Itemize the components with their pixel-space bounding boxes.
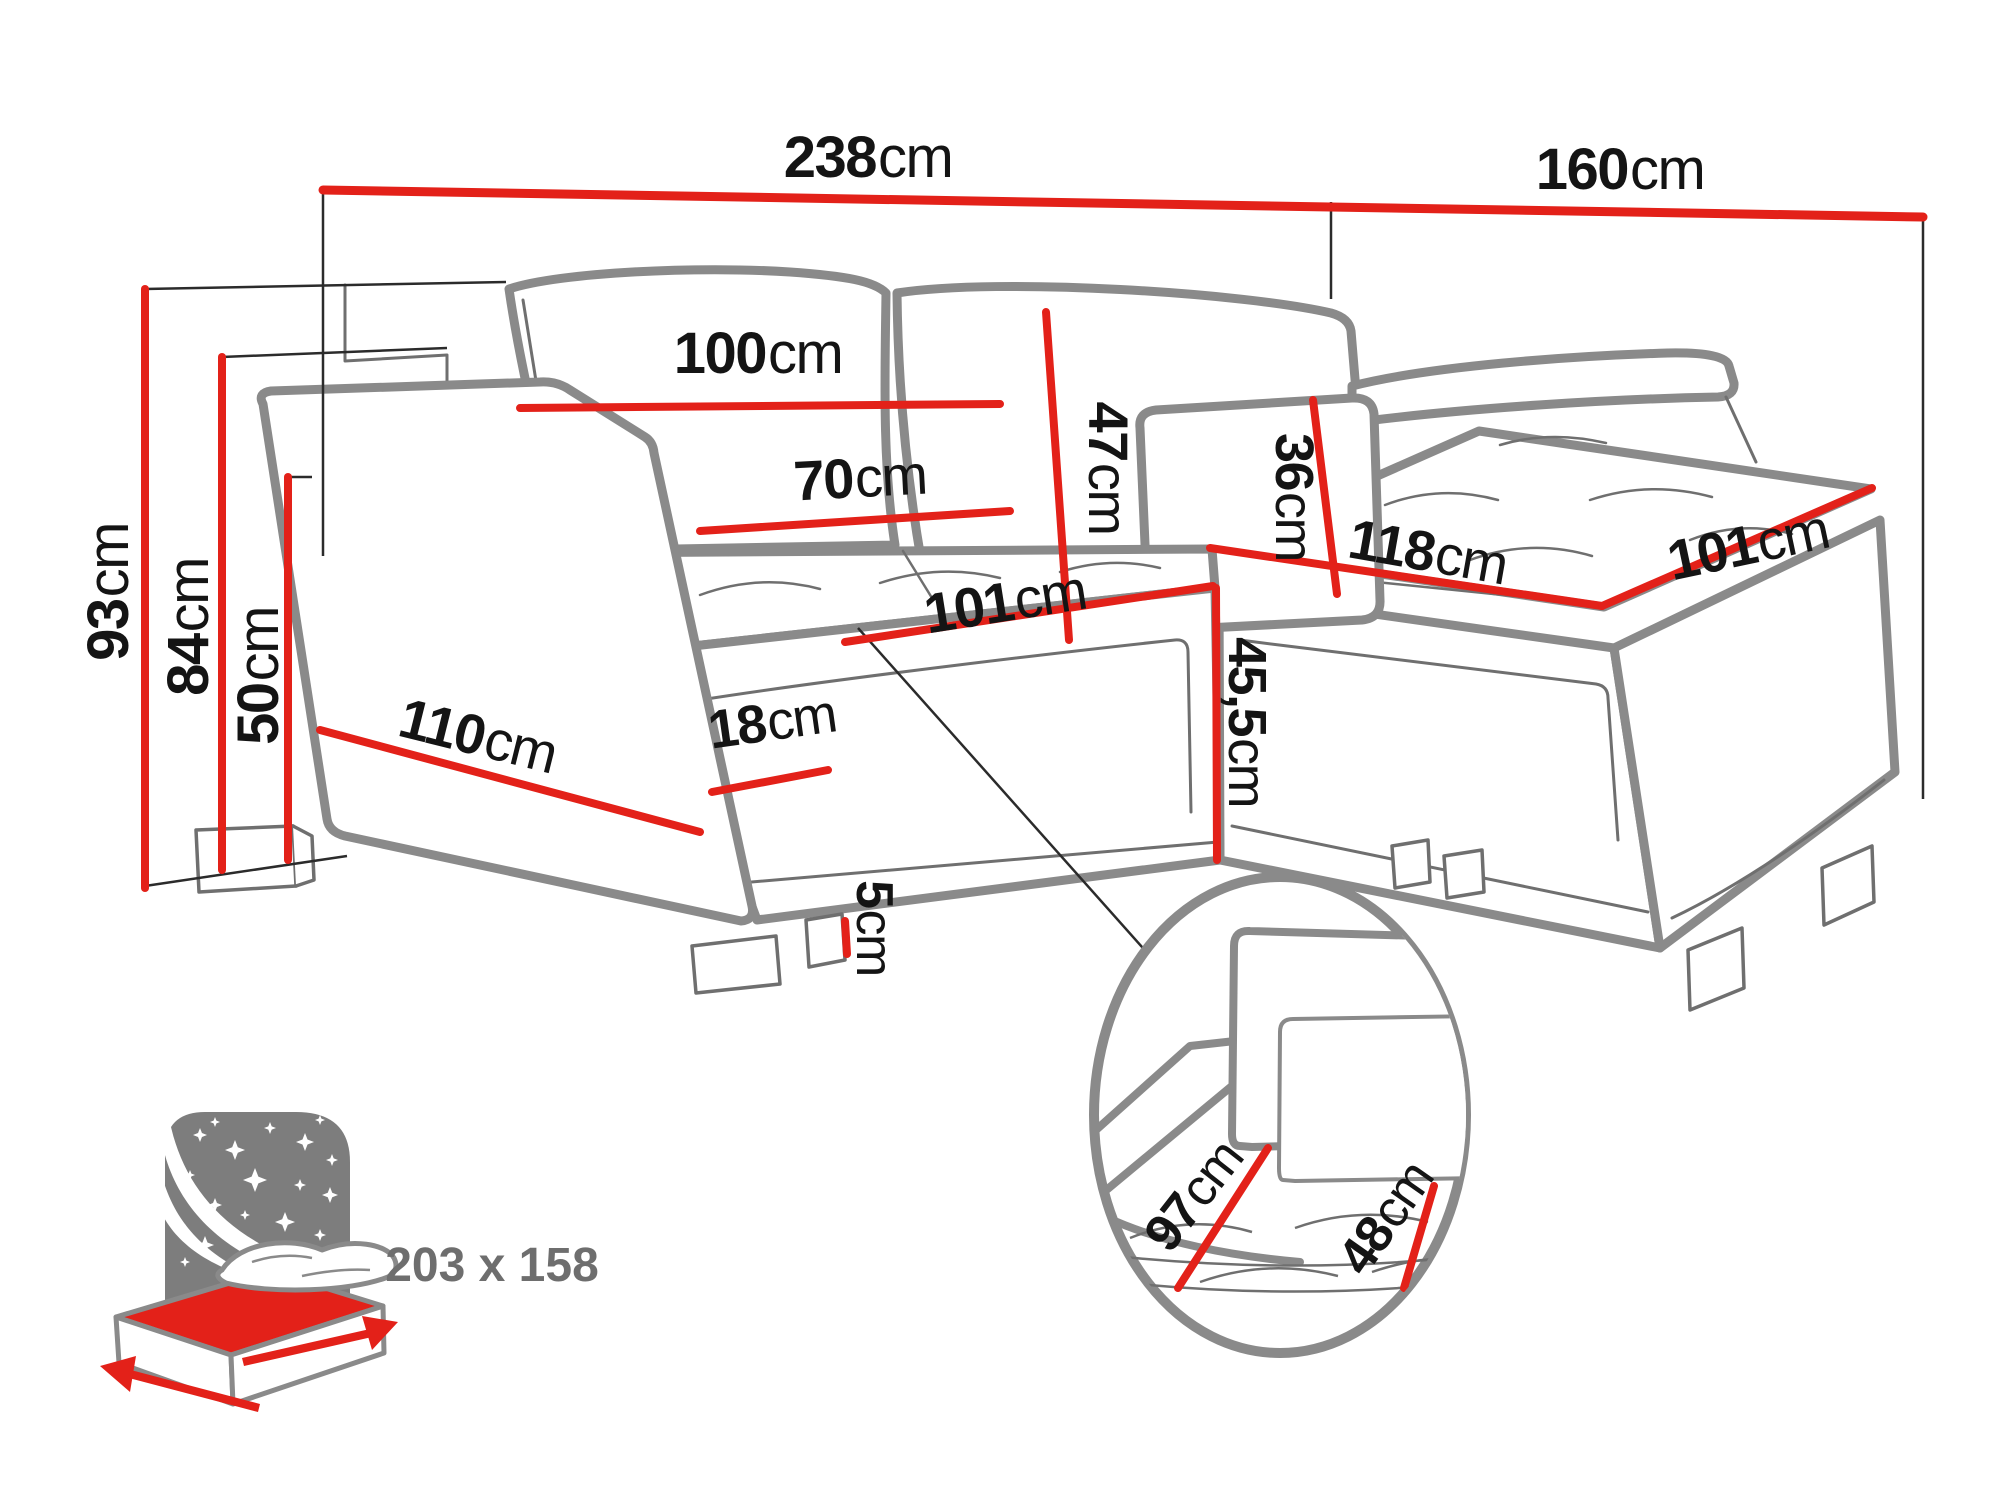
- arrow-width-head: [362, 1316, 398, 1350]
- line-47: [1042, 308, 1073, 644]
- star-icon: [275, 1212, 295, 1232]
- star-icon: [180, 1257, 190, 1267]
- line-45-5: [1212, 584, 1221, 864]
- blanket-folds: [251, 1254, 371, 1278]
- bed-size-arrows: [100, 1316, 398, 1412]
- line-97: [1174, 1144, 1272, 1292]
- inset-pointer-line: [857, 627, 1151, 957]
- chaise-armrest-support: [1724, 395, 1758, 464]
- back-frame-lines: [343, 283, 449, 404]
- chaise-base-details: [1230, 638, 1886, 920]
- mattress: [113, 1240, 399, 1407]
- left-armrest: [256, 377, 757, 926]
- line-18: [708, 766, 832, 796]
- star-icon: [264, 1122, 276, 1134]
- bed-blanket: [215, 1240, 399, 1293]
- star-icon: [193, 1128, 207, 1142]
- star-icon: [326, 1154, 338, 1166]
- ext-93-top: [144, 280, 507, 291]
- extension-lines: [144, 192, 1925, 957]
- chaise-base-right-face: [1609, 515, 1900, 953]
- inset-dimension-lines: [1174, 1144, 1438, 1292]
- chaise-armrest: [1347, 348, 1739, 426]
- line-118: [1206, 544, 1606, 610]
- star-icon: [185, 1170, 195, 1180]
- star-icon: [314, 1229, 326, 1241]
- star-icon: [196, 1236, 214, 1254]
- ext-floor: [144, 854, 348, 888]
- bed-size-label: 203 x 158: [385, 1239, 599, 1292]
- line-101-left: [841, 582, 1217, 646]
- line-48: [1400, 1182, 1438, 1292]
- star-icon: [296, 1133, 314, 1151]
- line-5: [841, 917, 851, 958]
- ext-84-top: [221, 346, 448, 359]
- line-238-160: [318, 185, 1928, 222]
- star-icon: [294, 1179, 306, 1191]
- inset-circle: [1089, 872, 1471, 1358]
- seat-front-legs: [690, 912, 847, 995]
- line-101-right: [1598, 484, 1876, 610]
- arrow-length-head: [100, 1356, 136, 1392]
- star-icon: [243, 1168, 267, 1192]
- star-icon: [240, 1210, 250, 1220]
- sofa-outline: [194, 265, 1900, 1012]
- chaise-legs: [1390, 838, 1876, 1012]
- dimension-lines: [141, 185, 1928, 958]
- seat-left-tufting: [698, 549, 1162, 600]
- line-70: [696, 507, 1014, 535]
- line-100: [516, 400, 1004, 412]
- star-icon: [208, 1198, 222, 1212]
- star-icon: [322, 1187, 338, 1203]
- arrow-length-shaft: [125, 1369, 260, 1412]
- star-icon: [315, 1115, 325, 1125]
- line-110: [316, 726, 704, 836]
- star-icon: [210, 1117, 220, 1127]
- bed-icon: [100, 1112, 399, 1412]
- star-icon: [225, 1140, 245, 1160]
- left-armrest-leg: [194, 824, 316, 894]
- arrow-width-shaft: [242, 1329, 372, 1366]
- mattress-front-right: [228, 1303, 387, 1407]
- line-36: [1309, 396, 1341, 598]
- seat-front-details: [698, 638, 1220, 888]
